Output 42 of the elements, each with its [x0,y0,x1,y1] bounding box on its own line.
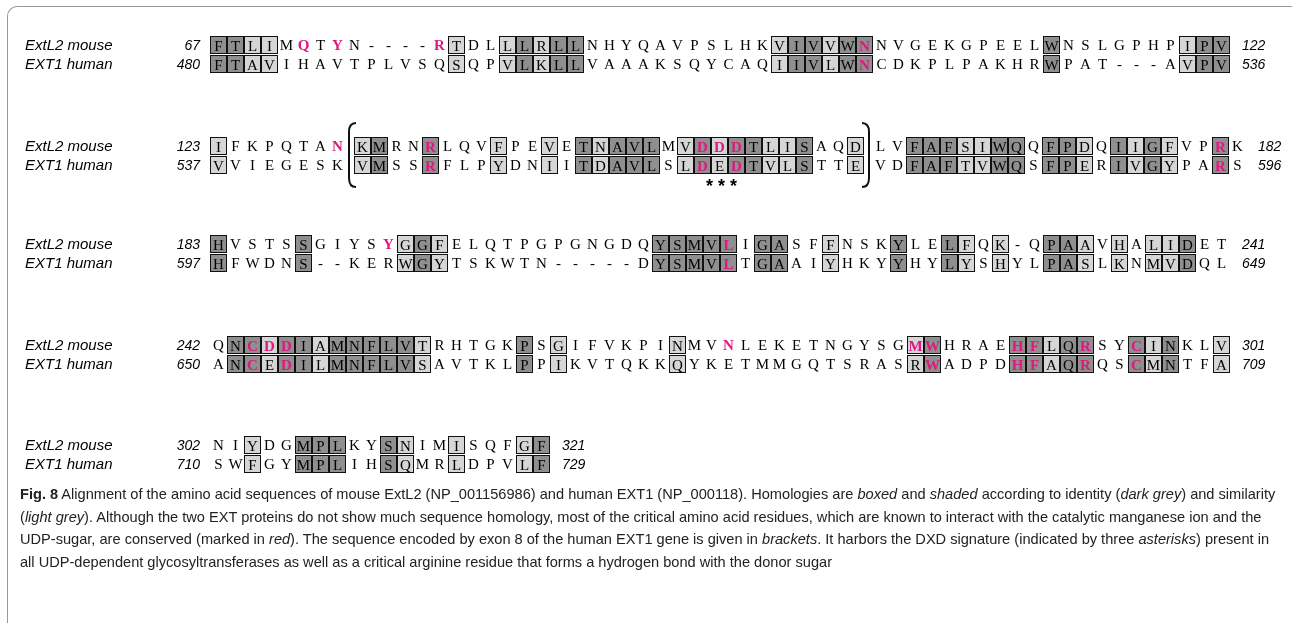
sequence-text: F T A V I H A V T P L V S Q S Q P V L K L L V A A A K S Q Y C A Q I I V L W N C D K P L P A K H R W P A T - - - A V P V [210,55,1230,73]
position-number: 597 [176,254,200,272]
position-number: 709 [1242,355,1266,373]
position-number: 649 [1242,254,1266,272]
species-label: EXT1 human [25,55,113,73]
species-label: EXT1 human [25,455,113,473]
position-number: 710 [176,455,200,473]
sequence-text: F T L I M Q T Y N - - - - R T D L L L R L L N H Y Q A V P S L H K V I V V W N N V G E K G P E E L W N S L G P H P I P V [210,36,1230,54]
position-number: 302 [176,436,200,454]
species-label: ExtL2 mouse [25,436,113,454]
position-number: 650 [176,355,200,373]
position-number: 301 [1242,336,1266,354]
species-label: EXT1 human [25,156,113,174]
sequence-text: S W F G Y M P L I H S Q M R L D P V L F [210,455,550,473]
sequence-text: I F K P Q T A N K M R N R L Q V F P E V E T N A V L M V D D D T L I S A Q D L V F A F S I W Q Q F P D Q I I G F V P R K [210,137,1246,155]
position-number: 537 [176,156,200,174]
position-number: 182 [1258,137,1282,155]
species-label: ExtL2 mouse [25,235,113,253]
position-number: 123 [176,137,200,155]
position-number: 183 [176,235,200,253]
position-number: 122 [1242,36,1266,54]
sequence-text: H V S T S S G I Y S Y G G F E L Q T P G P G N G D Q Y S M V L I G A S F F N S K Y L E L F Q K - Q P A A V H A L I D E T [210,235,1230,253]
position-number: 67 [184,36,200,54]
sequence-text: Q N C D D I A M N F L V T R H T G K P S G I F V K P I N M V N L E K E T N G Y S G M W H R A E H F L Q R S Y C I N K L V [210,336,1230,354]
species-label: ExtL2 mouse [25,336,113,354]
sequence-text: N I Y D G M P L K Y S N I M I S Q F G F [210,436,550,454]
position-number: 480 [176,55,200,73]
position-number: 321 [562,436,586,454]
sequence-text: V V I E G E S K V M S S R F L P Y D N I I T D A V L S L D E D T V L S T T E V D F A F T V W Q S F P E R I V G Y P A R S [210,156,1246,174]
species-label: ExtL2 mouse [25,36,113,54]
sequence-text: A N C E D I L M N F L V S A V T K L P P I K V T Q K K Q Y K E T M M G Q T S R A S R W A D P D H F A Q R Q S C M N T F A [210,355,1230,373]
position-number: 596 [1258,156,1282,174]
species-label: EXT1 human [25,254,113,272]
figure-caption: Fig. 8 Alignment of the amino acid sequences of mouse ExtL2 (NP_001156986) and human EXT1 (NP_000118). Homologies are boxed and shaded according to identity (dark grey) and similarity (light grey). Although the two EXT proteins do not show much sequence homology, most of the critical amino acid residues, which are known to interact with the catalytic manganese ion and the UDP-sugar, are conserved (marked in red). The sequence encoded by exon 8 of the human EXT1 gene is given in brackets. It harbors the DXD signature (indicated by three asterisks) present in all UDP-dependent glycosyltransferases as well as a critical arginine residue that forms a hydrogen bond with the donor sugar [20,485,1277,572]
position-number: 242 [176,336,200,354]
position-number: 536 [1242,55,1266,73]
species-label: EXT1 human [25,355,113,373]
species-label: ExtL2 mouse [25,137,113,155]
position-number: 729 [562,455,586,473]
position-number: 241 [1242,235,1266,253]
sequence-text: H F W D N S - - K E R W G Y T S K W T N - - - - - D Y S M V L T G A A I Y H K Y Y H Y L Y S H Y L P A S L K N M V D Q L [210,254,1230,272]
asterisk-marks: * * * [705,179,738,193]
